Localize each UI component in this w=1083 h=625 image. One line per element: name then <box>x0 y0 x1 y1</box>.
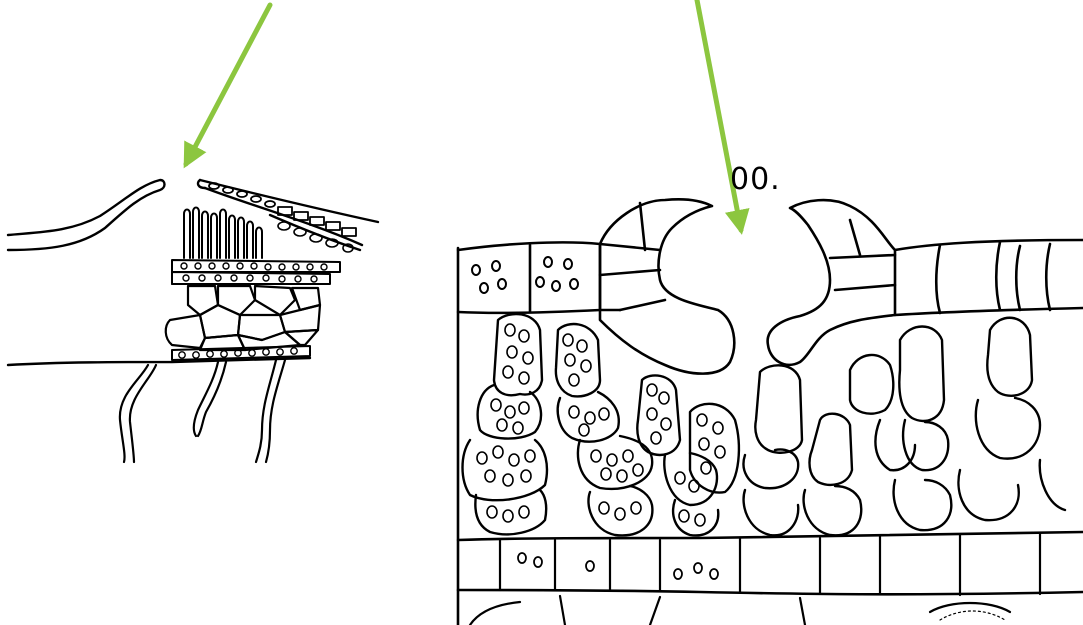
guard-cell-left <box>600 199 734 373</box>
left-leaf-section <box>8 180 378 462</box>
annotation-arrows <box>186 0 741 230</box>
right-leaf-section <box>458 199 1083 625</box>
arrow-left <box>186 5 270 164</box>
epidermis-cells <box>209 183 356 236</box>
left-flap <box>8 180 165 250</box>
palisade-chloroplast-cells <box>463 314 739 535</box>
spongy-cells <box>166 286 320 350</box>
lower-epidermis <box>458 532 1083 540</box>
chloroplasts <box>477 324 725 526</box>
palisade-empty-cells <box>744 318 1065 536</box>
guard-cell-right <box>768 200 895 365</box>
palisade-columns <box>184 208 262 259</box>
root-hairs <box>120 360 285 462</box>
figure-label: 00. <box>730 162 781 197</box>
